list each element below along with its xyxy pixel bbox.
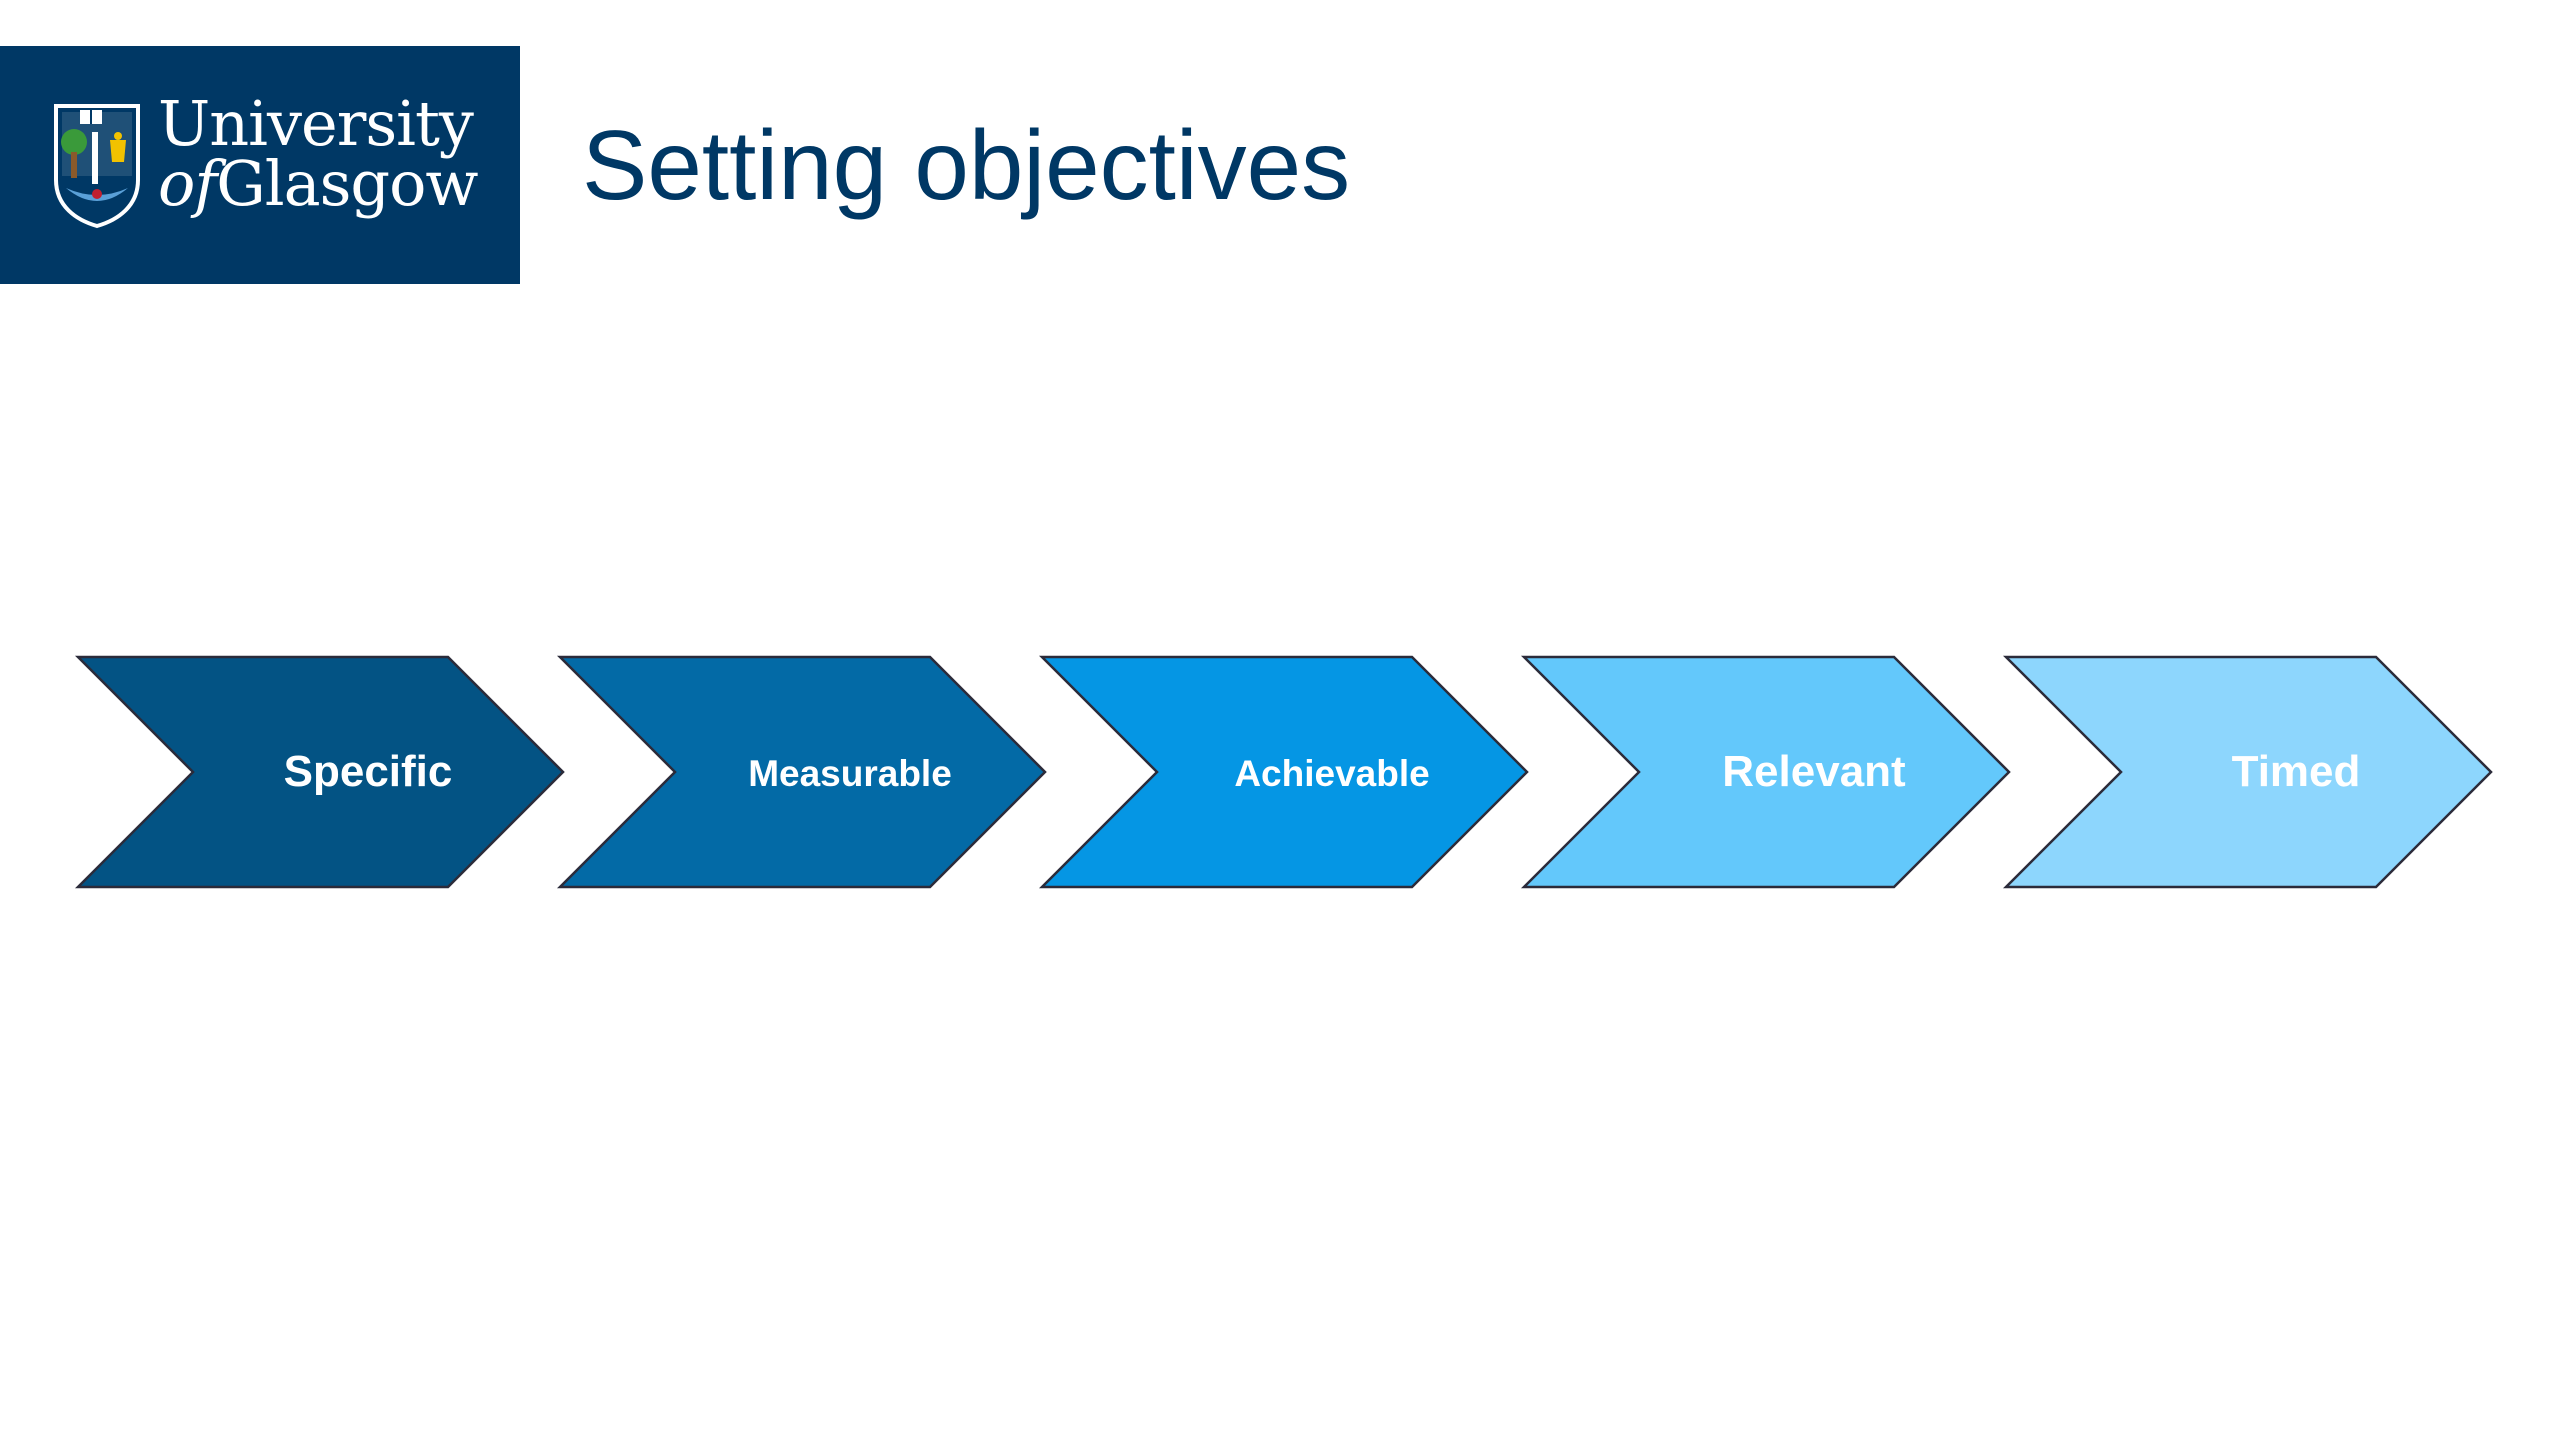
- chevron-specific: [74, 655, 565, 889]
- chevron-relevant: [1520, 655, 2011, 889]
- university-logo: University ofGlasgow: [0, 46, 520, 284]
- crest-icon: [54, 104, 140, 229]
- logo-glasgow: Glasgow: [216, 147, 478, 220]
- chevron-timed: [2002, 655, 2493, 889]
- chevron-label-timed: Timed: [2232, 747, 2361, 796]
- university-name-line2: ofGlasgow: [158, 153, 479, 215]
- chevron-label-relevant: Relevant: [1722, 747, 1906, 796]
- chevron-measurable: [556, 655, 1047, 889]
- chevron-achievable: [1038, 655, 1529, 889]
- university-name-line1: University: [158, 87, 474, 160]
- logo-of: of: [158, 147, 217, 220]
- chevron-label-achievable: Achievable: [1234, 753, 1429, 794]
- university-name: University ofGlasgow: [158, 93, 479, 215]
- chevron-label-specific: Specific: [284, 747, 453, 796]
- slide-title: Setting objectives: [582, 110, 1351, 220]
- chevron-label-measurable: Measurable: [748, 753, 952, 794]
